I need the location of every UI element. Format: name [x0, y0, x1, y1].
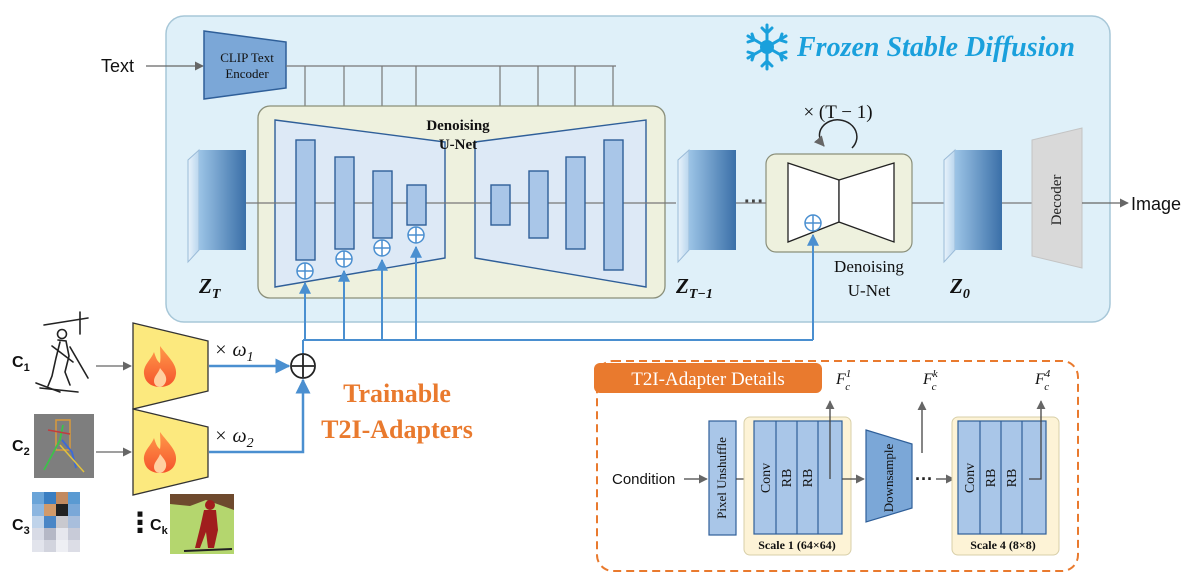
repeat-unet-adder-icon: [804, 214, 822, 232]
adapter-feature-lines: [299, 233, 819, 356]
scale4-blocks: [957, 420, 1047, 535]
condition-3-label: C3: [12, 517, 30, 537]
condition-2-pose-image: [34, 414, 94, 478]
scale4-conv-label: Conv: [963, 463, 978, 493]
text-input-label: Text: [101, 56, 134, 76]
latent-z0-label: Z0: [949, 274, 970, 302]
sampling-ellipsis: ···: [744, 191, 764, 213]
trainable-label-line1: Trainable: [343, 379, 451, 408]
unet-adder-icons: [296, 226, 425, 280]
weight-1-label: × ω1: [214, 339, 254, 365]
fire-icon-1: [143, 346, 177, 387]
scale4-label: Scale 4 (8×8): [970, 538, 1036, 552]
condition-1-label: C1: [12, 354, 30, 374]
decoder-block: [1031, 127, 1083, 269]
condition-k-label: Ck: [150, 517, 169, 537]
repeat-unet-icon-right: [838, 162, 895, 243]
repeat-unet-label-line1: Denoising: [834, 257, 904, 276]
clip-label-line1: CLIP Text: [220, 50, 274, 65]
details-title-tab: [594, 363, 822, 393]
scale4-rb2-label: RB: [1005, 469, 1020, 488]
repeat-count-label: × (T − 1): [803, 102, 872, 123]
latent-zt-1: [677, 148, 736, 264]
details-title: T2I-Adapter Details: [631, 369, 785, 390]
frozen-title: Frozen Stable Diffusion: [796, 32, 1075, 63]
condition-k-segmentation-image: [170, 494, 234, 554]
output-image-label: Image: [1131, 194, 1181, 214]
scale1-label: Scale 1 (64×64): [758, 538, 836, 552]
pixel-unshuffle-block: [708, 420, 737, 536]
downsample-label: Downsample: [881, 443, 896, 512]
scale4-rb1-label: RB: [984, 469, 999, 488]
details-condition-label: Condition: [612, 471, 675, 488]
repeat-unet-label-line2: U-Net: [848, 281, 891, 300]
unet-label-line2: U-Net: [439, 137, 477, 153]
fire-icon-2: [143, 432, 177, 473]
condition-1-sketch-image: [35, 311, 89, 393]
latent-zt-label: ZT: [198, 274, 222, 302]
scale1-rb2-label: RB: [801, 469, 816, 488]
scale4-feature-arrow: [1029, 400, 1046, 480]
details-ellipsis: ···: [915, 469, 933, 489]
latent-zt-1-label: ZT−1: [675, 274, 713, 302]
snowflake-icon: [746, 23, 788, 71]
conditions-vdots: ⋮: [126, 507, 154, 538]
sum-node-icon: [290, 353, 316, 379]
loop-arrow-icon: [813, 119, 858, 149]
scale1-conv-label: Conv: [759, 463, 774, 493]
pixel-unshuffle-label: Pixel Unshuffle: [714, 437, 729, 519]
details-panel: [596, 360, 1079, 572]
condition-3-color-palette-image: [32, 492, 80, 552]
clip-label-line2: Encoder: [225, 66, 269, 81]
adapter-2-to-sum: [209, 378, 311, 454]
weight-2-label: × ω2: [214, 425, 254, 451]
downsample-block: [865, 429, 913, 523]
condition-2-label: C2: [12, 438, 30, 458]
scale1-rb1-label: RB: [780, 469, 795, 488]
latent-z0: [943, 148, 1002, 264]
trainable-label-line2: T2I-Adapters: [321, 415, 473, 444]
unet-label-line1: Denoising: [426, 118, 490, 134]
scale1-blocks: [753, 420, 843, 535]
clip-text-encoder: [203, 30, 287, 100]
decoder-label: Decoder: [1049, 175, 1065, 226]
unet-blocks: [295, 139, 624, 271]
latent-zt: [187, 148, 246, 264]
